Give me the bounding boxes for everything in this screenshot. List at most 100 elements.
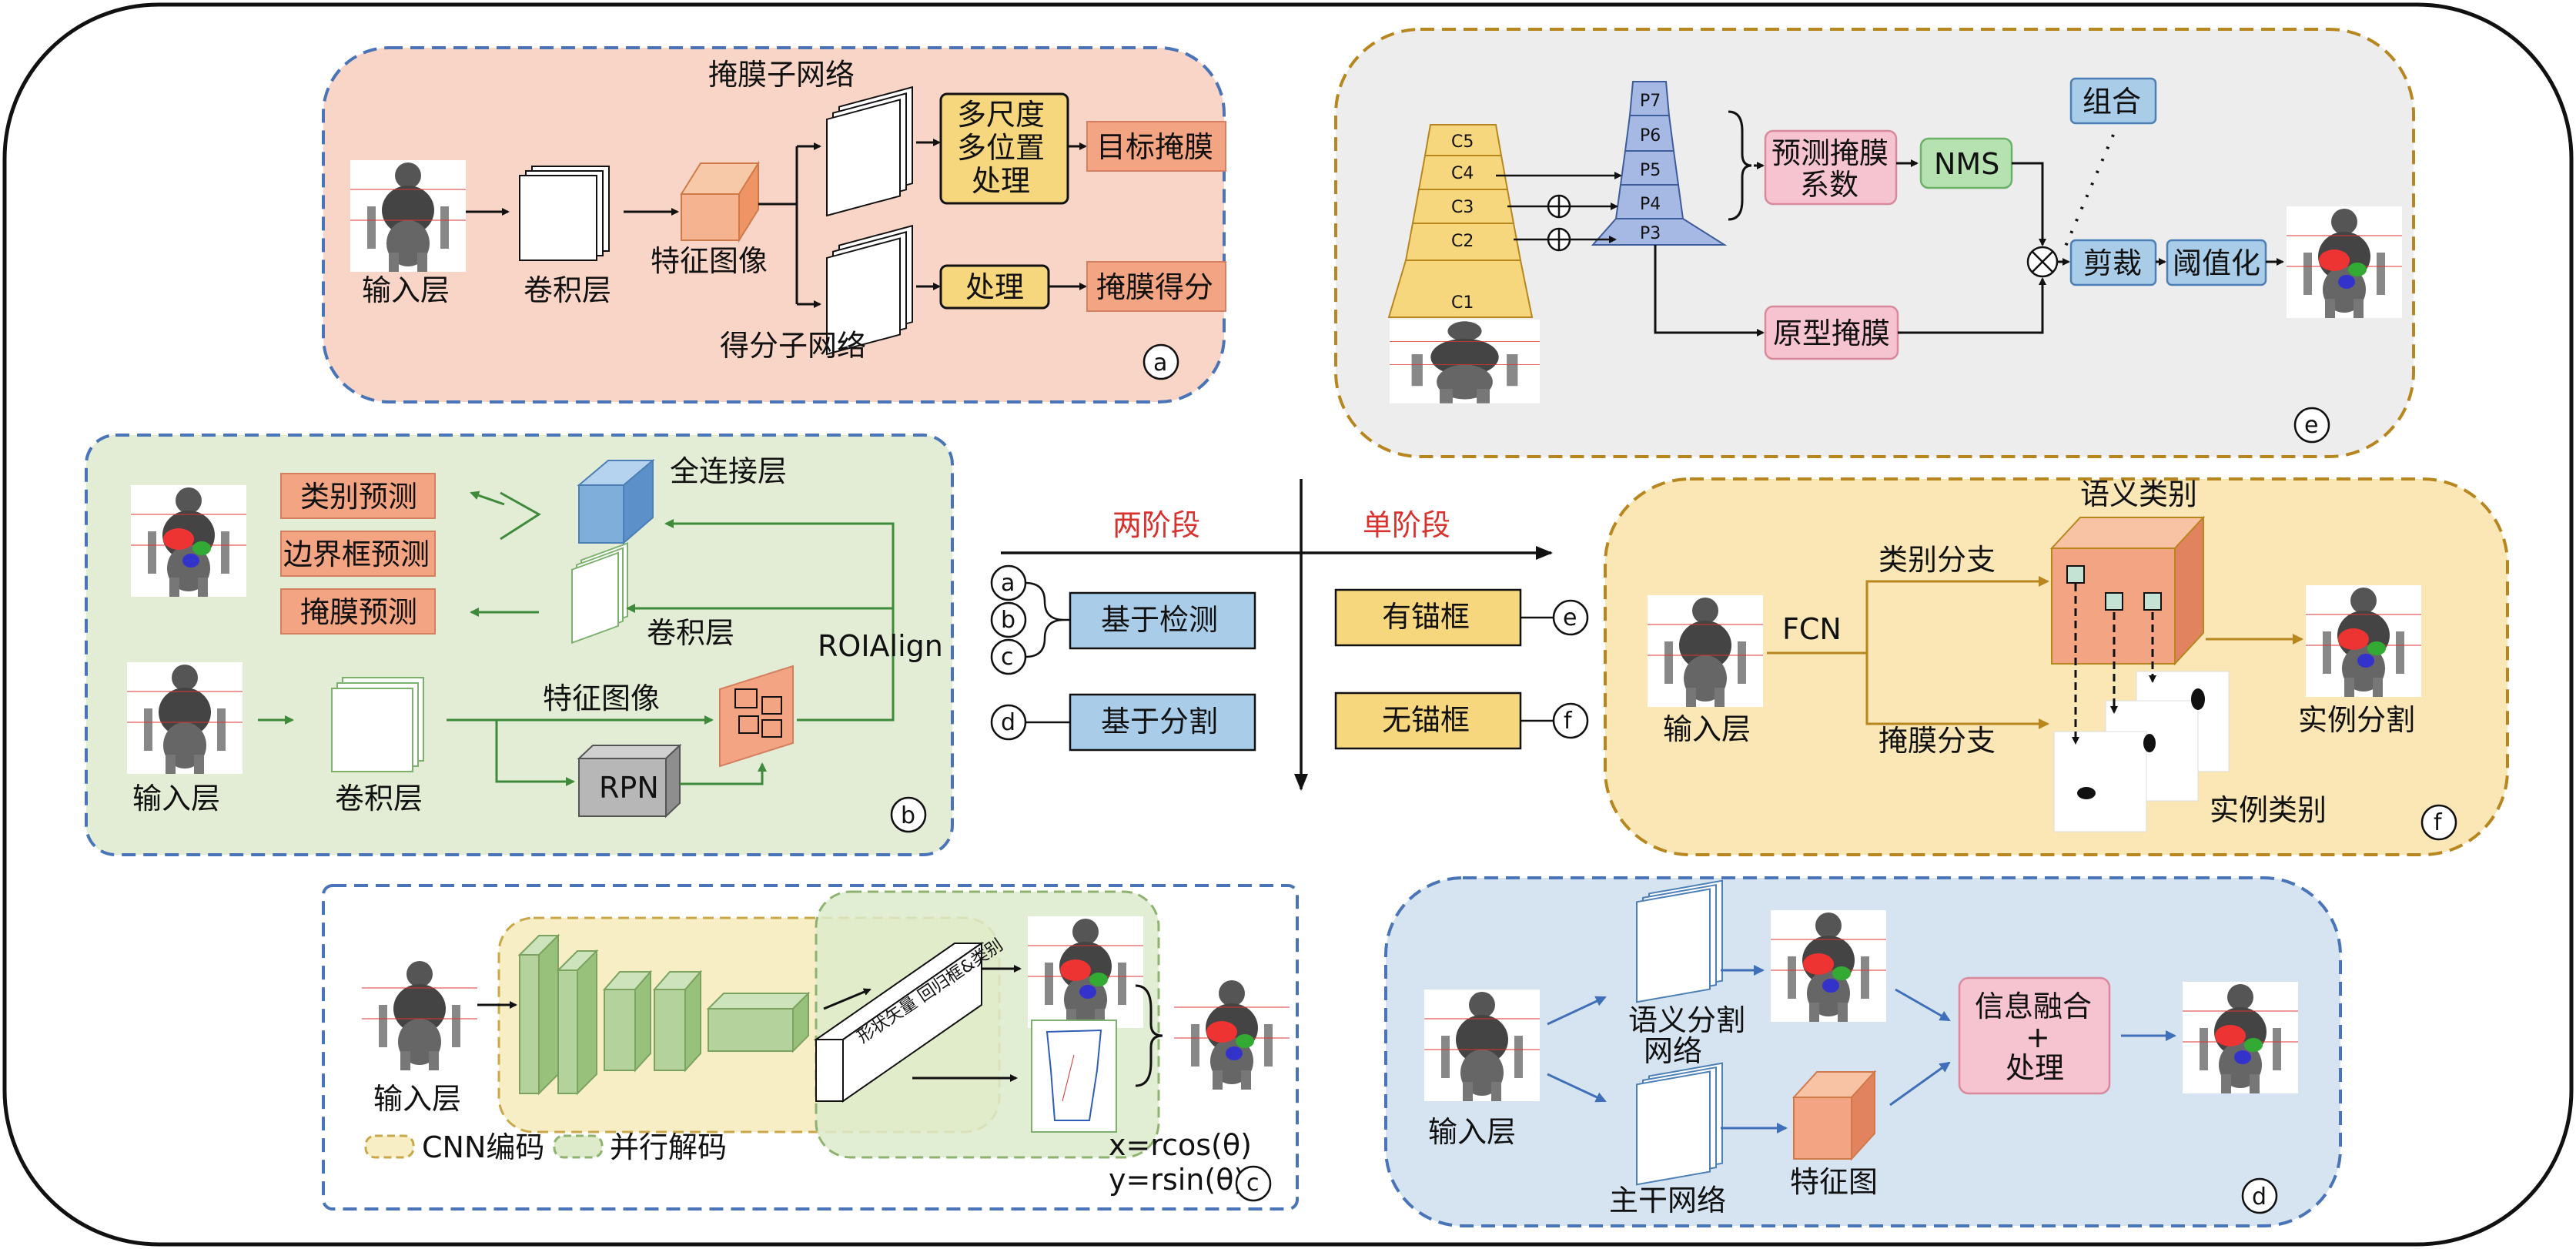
coef-box	[1764, 129, 1898, 206]
output-scan	[1174, 978, 1290, 1090]
rpn-box	[577, 743, 682, 819]
legend-dec-swatch	[553, 1134, 604, 1159]
mask-score-box	[1086, 261, 1226, 312]
input-label: 输入层	[373, 1082, 461, 1116]
semantic-net-line-1: 语义分割	[1628, 1003, 1745, 1037]
panel-e-bg	[1334, 28, 2415, 458]
input-label: 输入层	[362, 273, 450, 307]
semantic-cls-label: 语义类别	[2080, 477, 2197, 511]
multiscale-line-3: 处理	[972, 164, 1030, 198]
two-stage-label: 两阶段	[1112, 508, 1200, 542]
letter-e-circle	[1552, 599, 1589, 636]
panel-c: 输入层 形状矢量 回归框&类别	[322, 884, 1299, 1210]
arrow	[1547, 1073, 1607, 1103]
panel-e-tag-letter: e	[2304, 412, 2318, 439]
arrow	[1547, 996, 1607, 1026]
fc-fork	[500, 491, 541, 541]
c1-label: C1	[1451, 293, 1474, 313]
mask-subnet-stack	[826, 85, 913, 217]
arrow	[1889, 1061, 1951, 1107]
combine-box	[2069, 77, 2157, 125]
p5-label: P5	[1640, 161, 1661, 180]
legend-cnn-label: CNN编码	[422, 1130, 544, 1164]
output-scan	[131, 485, 246, 597]
c2-label: C2	[1451, 232, 1474, 251]
feature-label: 特征图像	[651, 244, 768, 278]
segmentation-box	[1069, 693, 1256, 752]
backbone-stack	[1636, 1062, 1723, 1186]
letter-b: b	[1001, 607, 1015, 634]
fusion-line-1: 信息融合	[1975, 989, 2092, 1023]
combine-label: 组合	[2083, 85, 2141, 119]
bbox-pred-box	[280, 531, 436, 577]
fusion-line-2: +	[2026, 1020, 2050, 1054]
multiscale-line-1: 多尺度	[957, 98, 1045, 132]
fc-label: 全连接层	[670, 454, 787, 488]
one-stage-label: 单阶段	[1363, 508, 1450, 542]
c5-label: C5	[1451, 132, 1474, 152]
cls-branch-label: 类别分支	[1878, 543, 1996, 577]
letter-c: c	[1001, 644, 1014, 671]
input-label: 输入层	[132, 782, 220, 815]
coef-line-1: 预测掩膜	[1771, 136, 1889, 170]
nms-label: NMS	[1934, 147, 1999, 181]
score-subnet-label: 得分子网络	[720, 329, 866, 363]
p7-label: P7	[1640, 92, 1661, 111]
instance-seg-label: 实例分割	[2298, 703, 2415, 737]
panel-c-tag-letter: c	[1246, 1170, 1260, 1197]
fusion-line-3: 处理	[2006, 1051, 2064, 1085]
threshold-label: 阈值化	[2173, 246, 2260, 280]
c4-label: C4	[1451, 164, 1474, 183]
arrow	[1895, 988, 1951, 1022]
feature-cube	[680, 160, 760, 243]
crop-label: 剪裁	[2083, 246, 2142, 280]
output-scan	[2183, 982, 2298, 1093]
output-scan	[2306, 585, 2421, 697]
conv-stack	[519, 166, 610, 261]
panel-a: 输入层 卷积层 特征图像 掩膜子网络 得分子网络 多尺度 多位置 处	[322, 46, 1226, 403]
panel-f-bg	[1604, 477, 2509, 856]
multiscale-box	[939, 92, 1069, 205]
arrow	[823, 988, 871, 1010]
rpn-branch	[495, 720, 575, 786]
mask-branch-line	[1865, 653, 2049, 729]
panel-a-tag	[1142, 343, 1179, 380]
encoder-blocks	[517, 933, 811, 1096]
conv-layer-label: 卷积层	[647, 616, 734, 650]
cls-branch-line	[1865, 576, 2049, 653]
eq-y: y=rsin(θ)	[1109, 1163, 1245, 1197]
legend-cnn-swatch	[364, 1134, 415, 1159]
instance-cls-label: 实例类别	[2210, 793, 2327, 827]
backbone-label: 主干网络	[1609, 1184, 1726, 1217]
rpn-label: RPN	[599, 771, 659, 805]
p3-to-proto	[1654, 245, 1765, 337]
mask-subnet-label: 掩膜子网络	[708, 58, 855, 92]
instance-slices	[2053, 671, 2230, 832]
letter-f: f	[1564, 708, 1573, 735]
roi-plane	[719, 665, 794, 768]
mask-score-label: 掩膜得分	[1096, 270, 1213, 304]
anchor-free-label: 无锚框	[1382, 703, 1470, 737]
panel-f-tag-letter: f	[2434, 809, 2443, 836]
bbox-pred-label: 边界框预测	[283, 537, 430, 571]
fpn-brace	[1728, 110, 1752, 221]
anchor-box	[1334, 588, 1522, 647]
cls-pred-box	[280, 473, 436, 519]
letter-b-circle	[990, 601, 1027, 638]
input-scan	[1647, 594, 1764, 708]
nms-to-mult	[2012, 162, 2046, 246]
p3-label: P3	[1640, 224, 1661, 243]
mask-branch-label: 掩膜分支	[1878, 724, 1996, 758]
segmentation-label: 基于分割	[1101, 705, 1218, 738]
letter-a: a	[1001, 570, 1015, 597]
p4-label: P4	[1640, 195, 1661, 214]
feature-cube	[1791, 1070, 1877, 1161]
panel-b: 类别预测 边界框预测 掩膜预测 全连接层 卷积层 ROIAlign 输入层	[85, 434, 954, 856]
p6-label: P6	[1640, 126, 1661, 146]
target-mask-box	[1086, 121, 1226, 172]
fusion-box	[1958, 976, 2111, 1095]
conv-layer-stack	[571, 542, 628, 645]
roialign-label: ROIAlign	[818, 629, 943, 663]
semantic-cube	[2049, 515, 2206, 666]
